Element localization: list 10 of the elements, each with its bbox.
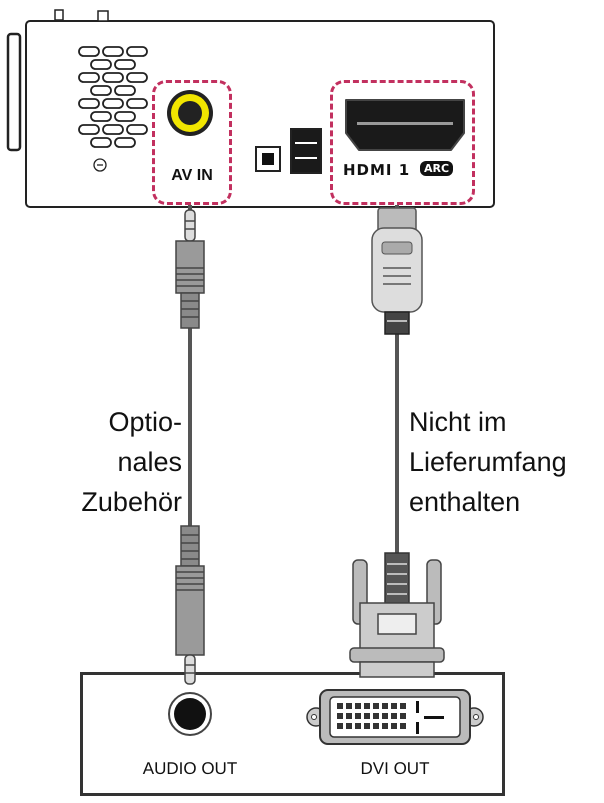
port-label: HDMI 1 — [343, 161, 410, 179]
arc-badge: ARC — [420, 161, 454, 176]
port-highlight-frame — [330, 80, 475, 205]
projector-body — [25, 20, 495, 208]
port-label: DVI OUT — [360, 759, 430, 779]
cable — [175, 205, 205, 685]
port-highlight-frame — [152, 80, 232, 205]
port-label: AV IN — [171, 167, 213, 185]
device-panel — [80, 672, 505, 796]
port-label: AUDIO OUT — [142, 759, 238, 779]
